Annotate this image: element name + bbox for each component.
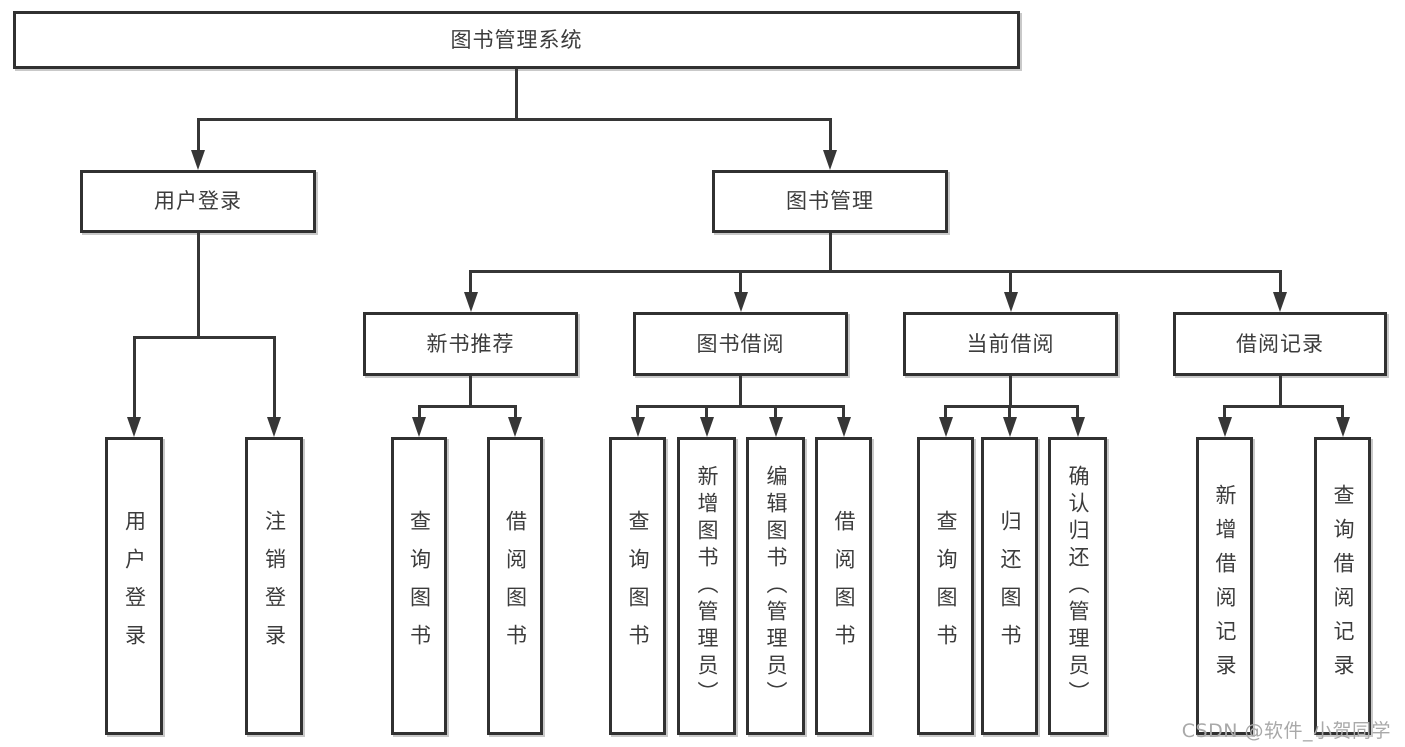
connector-line [272, 337, 276, 421]
connector-line [469, 269, 1282, 273]
node-current-borrow: 当前借阅 [903, 312, 1118, 376]
connector-line [1278, 271, 1282, 296]
connector-line [1076, 406, 1079, 421]
arrowhead-down-icon [1217, 417, 1232, 437]
node-label: 借阅记录 [1236, 331, 1324, 356]
node-book-management: 图书管理 [712, 170, 948, 233]
node-label: 图书管理系统 [450, 27, 583, 52]
node-leaf-query-books-rec: 查询图书 [391, 437, 447, 735]
node-label: 借阅图书 [832, 510, 856, 662]
connector-line [739, 376, 742, 408]
arrowhead-down-icon [508, 417, 522, 437]
connector-line [469, 376, 472, 408]
connector-line [1278, 376, 1282, 408]
node-leaf-edit-books-admin: 编辑图书（管理员） [746, 437, 805, 735]
node-label: 借阅图书 [503, 510, 528, 662]
connector-line [1223, 404, 1344, 408]
node-leaf-user-login: 用户登录 [105, 437, 163, 735]
arrowhead-down-icon [191, 150, 205, 170]
connector-line [132, 337, 136, 421]
connector-line [944, 406, 947, 421]
connector-line [705, 406, 708, 421]
connector-line [774, 406, 777, 421]
node-leaf-add-borrow-record: 新增借阅记录 [1196, 437, 1253, 735]
node-label: 当前借阅 [966, 331, 1055, 356]
connector-line [469, 271, 472, 296]
arrowhead-down-icon [1273, 292, 1287, 312]
watermark-text: CSDN @软件_小贺同学 [1181, 720, 1391, 742]
node-leaf-query-books-current: 查询图书 [917, 437, 974, 735]
node-label: 编辑图书（管理员） [764, 464, 788, 708]
arrowhead-down-icon [1070, 417, 1085, 437]
connector-line [196, 119, 200, 154]
connector-line [828, 233, 832, 273]
node-label: 新增借阅记录 [1213, 484, 1237, 688]
arrowhead-down-icon [267, 417, 281, 437]
node-leaf-query-borrow-record: 查询借阅记录 [1314, 437, 1371, 735]
arrowhead-down-icon [938, 417, 953, 437]
node-label: 注销登录 [262, 510, 287, 662]
node-label: 新书推荐 [426, 331, 515, 356]
connector-line [513, 406, 517, 421]
arrowhead-down-icon [127, 417, 141, 437]
node-leaf-borrow-books: 借阅图书 [815, 437, 872, 735]
node-borrow-records: 借阅记录 [1173, 312, 1387, 376]
connector-line [944, 404, 1079, 408]
node-library-system: 图书管理系统 [13, 11, 1020, 69]
node-book-borrow: 图书借阅 [633, 312, 848, 376]
node-leaf-query-books-borrow: 查询图书 [609, 437, 666, 735]
arrowhead-down-icon [699, 417, 714, 437]
arrowhead-down-icon [768, 417, 783, 437]
node-label: 查询借阅记录 [1331, 484, 1355, 688]
connector-line [828, 119, 832, 154]
node-leaf-logout: 注销登录 [245, 437, 303, 735]
node-label: 查询图书 [626, 510, 650, 662]
arrowhead-down-icon [733, 292, 748, 312]
connector-line [636, 404, 845, 408]
connector-line [417, 406, 421, 421]
arrowhead-down-icon [412, 417, 426, 437]
connector-line [636, 406, 639, 421]
arrowhead-down-icon [823, 150, 837, 170]
connector-line [417, 404, 517, 408]
connector-line [132, 335, 276, 339]
node-label: 图书借阅 [696, 331, 785, 356]
node-label: 用户登录 [122, 510, 147, 662]
node-label: 确认归还（管理员） [1066, 464, 1090, 708]
node-leaf-borrow-books-rec: 借阅图书 [487, 437, 543, 735]
connector-line [1009, 271, 1012, 296]
node-user-login: 用户登录 [80, 170, 316, 233]
connector-line [739, 271, 742, 296]
connector-line [842, 406, 845, 421]
node-new-book-recommend: 新书推荐 [363, 312, 578, 376]
connector-line [1008, 406, 1011, 421]
arrowhead-down-icon [1002, 417, 1017, 437]
node-leaf-confirm-return-admin: 确认归还（管理员） [1048, 437, 1107, 735]
node-label: 查询图书 [934, 510, 958, 662]
node-label: 新增图书（管理员） [695, 464, 719, 708]
node-label: 归还图书 [998, 510, 1022, 662]
arrowhead-down-icon [1003, 292, 1018, 312]
connector-line [1341, 406, 1344, 421]
arrowhead-down-icon [630, 417, 645, 437]
node-label: 图书管理 [786, 189, 874, 213]
connector-line [196, 117, 832, 121]
arrowhead-down-icon [1335, 417, 1350, 437]
node-label: 查询图书 [407, 510, 432, 662]
node-leaf-return-books: 归还图书 [981, 437, 1038, 735]
node-label: 用户登录 [154, 189, 242, 213]
connector-line [1223, 406, 1226, 421]
arrowhead-down-icon [463, 292, 478, 312]
connector-line [196, 233, 200, 339]
connector-line [1009, 376, 1012, 408]
arrowhead-down-icon [836, 417, 851, 437]
connector-line [515, 69, 518, 121]
node-leaf-add-books-admin: 新增图书（管理员） [677, 437, 736, 735]
